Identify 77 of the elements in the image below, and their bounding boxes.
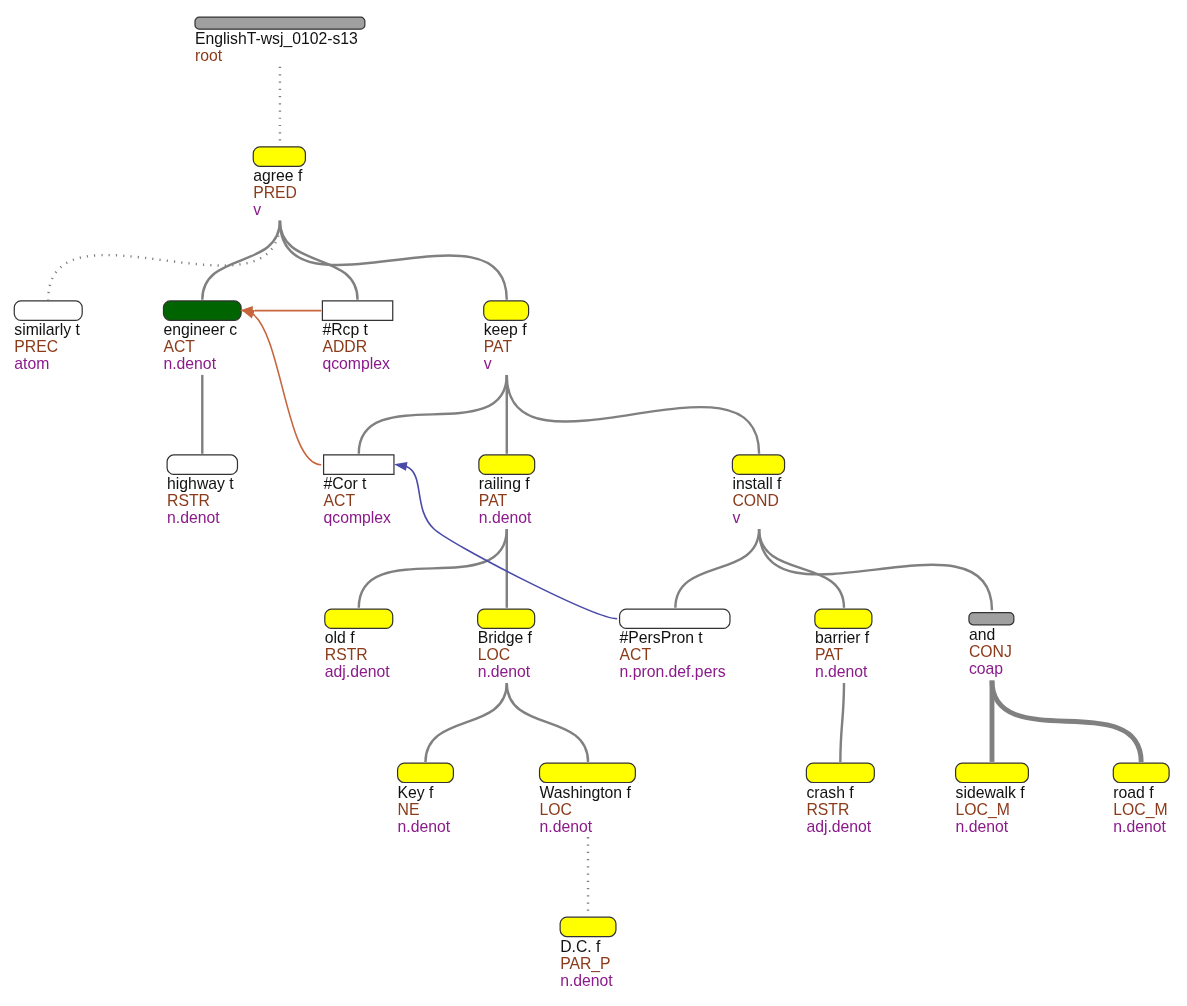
node-label: PAT <box>814 645 844 663</box>
node-label: install f <box>732 474 782 492</box>
connector <box>839 682 846 762</box>
node-label: #Cor t <box>323 474 367 492</box>
node-label: ACT <box>323 491 356 509</box>
node-label: PRED <box>253 183 297 201</box>
connector <box>505 528 508 608</box>
node-label: adj.denot <box>806 817 872 835</box>
node-label: root <box>195 46 223 64</box>
connector <box>278 220 508 300</box>
connector <box>505 682 590 762</box>
node-label: n.denot <box>1113 817 1166 835</box>
connector <box>201 374 204 454</box>
connector <box>357 528 508 608</box>
node-label: EnglishT-wsj_0102-s13 <box>195 29 358 47</box>
node-label: #Rcp t <box>322 320 368 338</box>
node-label: Washington f <box>539 783 631 801</box>
node-label: n.denot <box>167 508 220 526</box>
node-label: barrier f <box>814 628 870 646</box>
node-label: RSTR <box>167 491 210 509</box>
node-label: similarly t <box>14 320 80 338</box>
node-label: ADDR <box>322 337 368 355</box>
node-label: n.pron.def.pers <box>619 662 726 680</box>
node-label: coap <box>968 659 1004 677</box>
node-label: NE <box>397 800 420 818</box>
node-label: and <box>968 625 996 643</box>
node-label: n.denot <box>539 817 593 835</box>
node-label: RSTR <box>806 800 850 818</box>
node-label: n.denot <box>397 817 451 835</box>
node-label: qcomplex <box>323 508 392 526</box>
node-label: n.denot <box>560 971 613 989</box>
connector <box>757 528 994 610</box>
connector <box>505 374 761 454</box>
node-label: LOC_M <box>955 800 1010 818</box>
node-label: COND <box>732 491 779 509</box>
node-label: LOC_M <box>1113 800 1168 818</box>
node-label: CONJ <box>968 642 1012 660</box>
node-label: sidewalk f <box>955 783 1025 801</box>
node-label: engineer c <box>163 320 238 338</box>
node-label: n.denot <box>955 817 1009 835</box>
connector <box>989 679 1144 762</box>
node-label: v <box>732 508 741 526</box>
node-label: Bridge f <box>477 628 532 646</box>
node-label: qcomplex <box>322 354 390 372</box>
node-label: PAT <box>483 337 513 355</box>
node-label: RSTR <box>324 645 368 663</box>
node-label: v <box>253 200 262 218</box>
arrow <box>394 461 618 620</box>
node-label: LOC <box>539 800 572 818</box>
node-label: agree f <box>253 166 303 184</box>
node-label: #PersPron t <box>619 628 703 646</box>
node-label: n.denot <box>478 508 532 526</box>
node-label: road f <box>1113 783 1154 801</box>
node-label: ACT <box>163 337 195 355</box>
node-label: crash f <box>806 783 854 801</box>
node-label: railing f <box>478 474 530 492</box>
node-label: PAT <box>478 491 508 509</box>
arrow <box>241 309 322 465</box>
node-label: n.denot <box>477 662 531 680</box>
node-label: keep f <box>483 320 527 338</box>
connector <box>424 682 508 762</box>
node-label: LOC <box>477 645 511 663</box>
node-label: atom <box>14 354 50 372</box>
node-label: D.C. f <box>560 937 601 955</box>
node-label: adj.denot <box>324 662 390 680</box>
node-label: v <box>483 354 492 372</box>
node-label: Key f <box>397 783 434 801</box>
node-label: PAR_P <box>560 954 611 972</box>
node-label: highway t <box>167 474 234 492</box>
connector <box>47 220 282 300</box>
node-label: n.denot <box>814 662 868 680</box>
node-label: PREC <box>14 337 59 355</box>
node-label: ACT <box>619 645 652 663</box>
node-label: old f <box>324 628 355 646</box>
connector <box>201 220 282 300</box>
connector <box>357 374 508 454</box>
node-label: n.denot <box>163 354 217 372</box>
